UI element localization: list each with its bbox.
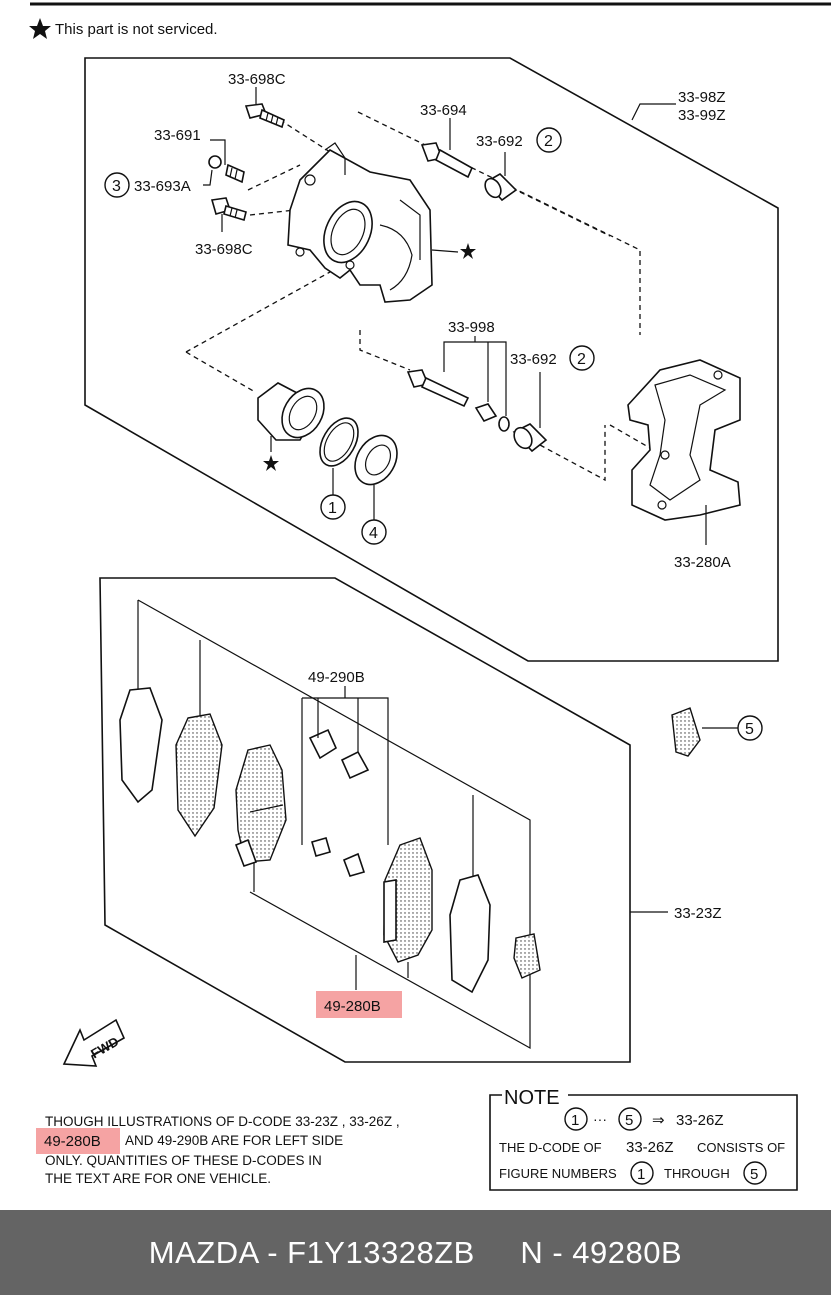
svg-text:1: 1 — [328, 500, 337, 517]
inner-shim — [449, 874, 491, 994]
bleeder-screw — [208, 155, 245, 184]
callout-2-mid: 2 — [569, 345, 595, 371]
forward-arrow: FWD — [62, 1018, 126, 1067]
note-arrow: ⇒ — [652, 1112, 665, 1129]
svg-text:2: 2 — [544, 133, 553, 150]
caliper-body — [287, 142, 433, 303]
wear-indicator — [513, 933, 541, 979]
remark-line-4: THE TEXT ARE FOR ONE VEHICLE. — [45, 1171, 271, 1186]
remark-line-1: THOUGH ILLUSTRATIONS OF D-CODE 33-23Z , … — [45, 1114, 400, 1129]
bolt-33-698C-top — [244, 103, 285, 129]
unserviced-note: This part is not serviced. — [29, 18, 218, 39]
svg-text:2: 2 — [577, 351, 586, 368]
label-33-98Z: 33-98Z — [678, 89, 726, 106]
star-icon — [29, 18, 51, 39]
note-line3-mid: THROUGH — [664, 1166, 730, 1181]
guide-bolt-33-998 — [406, 369, 510, 432]
star-icon — [263, 455, 279, 471]
note-range-from: 1 — [571, 1112, 579, 1129]
note-line3-to: 5 — [750, 1166, 758, 1183]
label-33-691: 33-691 — [154, 127, 201, 144]
svg-text:5: 5 — [745, 721, 754, 738]
dashed-guides — [185, 111, 651, 482]
bushing-33-692-mid — [512, 423, 548, 453]
note-target: 33-26Z — [676, 1112, 724, 1129]
unserviced-note-text: This part is not serviced. — [55, 21, 218, 38]
star-icon — [460, 243, 476, 259]
note-range-to: 5 — [625, 1112, 633, 1129]
remark-code: 49-280B — [44, 1133, 101, 1150]
callout-4: 4 — [361, 519, 387, 545]
pad-kit-item-5 — [671, 707, 701, 757]
piston-seal — [319, 417, 359, 467]
note-line2-code: 33-26Z — [626, 1139, 674, 1156]
label-33-998: 33-998 — [448, 319, 495, 336]
note-line3-a: FIGURE NUMBERS — [499, 1166, 617, 1181]
remark-line-3: ONLY. QUANTITIES OF THESE D-CODES IN — [45, 1153, 322, 1168]
label-33-99Z: 33-99Z — [678, 107, 726, 124]
label-33-694: 33-694 — [420, 102, 467, 119]
label-49-280B: 49-280B — [324, 998, 381, 1015]
label-49-290B: 49-290B — [308, 669, 365, 686]
outer-shim-2 — [175, 713, 223, 838]
label-33-698C-top: 33-698C — [228, 71, 286, 88]
caliper-bracket — [627, 359, 741, 521]
label-33-692-top: 33-692 — [476, 133, 523, 150]
callout-1: 1 — [320, 494, 346, 520]
footer-text: MAZDA - F1Y13328ZB N - 49280B — [148, 1234, 683, 1270]
label-33-693A: 33-693A — [134, 178, 191, 195]
remark-line-2: AND 49-290B ARE FOR LEFT SIDE — [125, 1133, 343, 1148]
svg-text:3: 3 — [112, 178, 121, 195]
highlight-49-280B — [316, 991, 402, 1018]
label-33-23Z: 33-23Z — [674, 905, 722, 922]
note-title: NOTE — [504, 1087, 560, 1109]
bolt-33-698C-bottom — [210, 197, 247, 222]
bushing-33-692-top — [484, 173, 518, 202]
pad-clip-a — [308, 728, 338, 857]
parts-diagram: This part is not serviced. — [29, 2, 831, 1191]
label-33-280A: 33-280A — [674, 554, 731, 571]
outer-shim — [119, 687, 163, 804]
note-line2-a: THE D-CODE OF — [499, 1140, 602, 1155]
callout-5: 5 — [737, 715, 763, 741]
inner-brake-pad — [383, 837, 433, 963]
pad-clip-b — [340, 750, 370, 877]
piston — [257, 382, 325, 441]
note-line3-from: 1 — [637, 1166, 645, 1183]
callout-3: 3 — [104, 172, 130, 198]
pad-set-outline — [99, 577, 631, 1063]
guide-bolt-33-694 — [420, 142, 474, 179]
note-line2-b: CONSISTS OF — [697, 1140, 785, 1155]
remark-text: THOUGH ILLUSTRATIONS OF D-CODE 33-23Z , … — [36, 1114, 400, 1186]
label-33-692-mid: 33-692 — [510, 351, 557, 368]
dust-boot — [354, 434, 398, 486]
caliper-assembly-outline — [84, 57, 779, 662]
label-33-698C-bottom: 33-698C — [195, 241, 253, 258]
callout-2-top: 2 — [536, 127, 562, 153]
outer-brake-pad — [234, 744, 287, 868]
note-range-sep: ··· — [593, 1111, 607, 1127]
note-box: NOTE 1 ··· 5 ⇒ 33-26Z THE D-CODE OF 33-2… — [489, 1087, 798, 1191]
svg-text:4: 4 — [369, 525, 378, 542]
highlight-remark-49-280B — [36, 1128, 120, 1154]
part-number-footer: MAZDA - F1Y13328ZB N - 49280B — [0, 1210, 831, 1295]
